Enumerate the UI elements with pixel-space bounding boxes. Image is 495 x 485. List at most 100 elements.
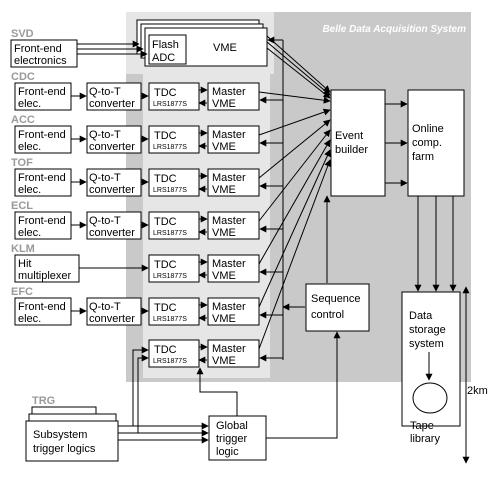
cdc-master-vme-box xyxy=(207,82,260,111)
klm-hit-mux-line1: Hit xyxy=(18,258,31,270)
klm-tdc-label: TDC xyxy=(154,259,177,271)
acc-converter-box xyxy=(86,125,142,154)
acc-label: ACC xyxy=(11,114,35,126)
svd-vme-label: VME xyxy=(213,42,237,54)
svd-label: SVD xyxy=(11,28,34,40)
ecl-master-vme-line2: VME xyxy=(212,227,236,239)
efc-tdc-label: TDC xyxy=(154,302,177,314)
acc-to-eb xyxy=(258,108,331,136)
acc-master-vme-line1: Master xyxy=(212,129,246,141)
tof-to-eb xyxy=(258,119,331,179)
efc-tdc-model: LRS1877S xyxy=(153,316,187,323)
system-title: Belle Data Acquisition System xyxy=(322,24,466,35)
tof-master-vme-line1: Master xyxy=(212,172,246,184)
event-builder-line2: builder xyxy=(335,144,368,156)
ecl-to-eb xyxy=(258,129,331,222)
global-trigger-line1: Global xyxy=(216,420,248,432)
data-storage-line1: Data xyxy=(409,310,433,322)
klm-tdc-box xyxy=(148,254,200,283)
sequence-control-line2: control xyxy=(311,309,344,321)
cdc-master-vme-line2: VME xyxy=(212,98,236,110)
acc-frontend-line1: Front-end xyxy=(18,129,66,141)
tof-label: TOF xyxy=(11,157,33,169)
trg-tdc-box xyxy=(148,339,200,368)
cdc-converter-line2: converter xyxy=(89,98,135,110)
efc-label: EFC xyxy=(11,286,33,298)
tape-library-line2: library xyxy=(410,433,440,445)
acc-converter-line1: Q-to-T xyxy=(89,129,121,141)
tape-library-line1: Tape xyxy=(410,420,434,432)
trg-to-eb xyxy=(258,159,332,350)
klm-master-vme-line1: Master xyxy=(212,258,246,270)
ecl-tdc-label: TDC xyxy=(154,216,177,228)
ecl-tdc-box xyxy=(148,211,200,240)
acc-master-vme-box xyxy=(207,125,260,154)
tof-converter-line2: converter xyxy=(89,184,135,196)
klm-master-vme-line2: VME xyxy=(212,270,236,282)
global-to-tdc xyxy=(196,367,238,416)
trg-to-tdc-2 xyxy=(137,354,149,433)
klm-to-eb xyxy=(258,139,331,265)
event-builder-box xyxy=(330,89,386,197)
efc-master-vme-box xyxy=(207,297,260,326)
efc-master-vme-line1: Master xyxy=(212,301,246,313)
event-builder-line1: Event xyxy=(335,130,363,142)
acc-tdc-label: TDC xyxy=(154,130,177,142)
global-trigger-line2: trigger xyxy=(216,433,248,445)
efc-master-vme-line2: VME xyxy=(212,313,236,325)
efc-converter-line2: converter xyxy=(89,313,135,325)
acc-frontend-line2: elec. xyxy=(18,141,41,153)
ecl-tdc-model: LRS1877S xyxy=(153,230,187,237)
trg-master-vme-line1: Master xyxy=(212,343,246,355)
vme-to-eb-3 xyxy=(266,47,331,99)
subsystem-line1: Subsystem xyxy=(33,429,87,441)
trg-tdc-model: LRS1877S xyxy=(153,358,187,365)
klm-master-vme-box xyxy=(207,254,260,283)
ecl-master-vme-line1: Master xyxy=(212,215,246,227)
efc-converter-box xyxy=(86,297,142,326)
ecl-converter-line1: Q-to-T xyxy=(89,215,121,227)
global-trigger-line3: logic xyxy=(216,446,239,458)
ecl-label: ECL xyxy=(11,200,33,212)
sequence-control-line1: Sequence xyxy=(311,293,361,305)
flash-adc-line1: Flash xyxy=(152,39,179,51)
trg-label: TRG xyxy=(32,395,55,407)
efc-frontend-line2: elec. xyxy=(18,313,41,325)
trg-master-vme-line2: VME xyxy=(212,355,236,367)
cdc-frontend-line2: elec. xyxy=(18,98,41,110)
tof-converter-line1: Q-to-T xyxy=(89,172,121,184)
efc-frontend-line1: Front-end xyxy=(18,301,66,313)
acc-master-vme-line2: VME xyxy=(212,141,236,153)
tof-tdc-box xyxy=(148,168,200,197)
efc-tdc-box xyxy=(148,297,200,326)
klm-tdc-model: LRS1877S xyxy=(153,273,187,280)
online-farm-line3: farm xyxy=(412,151,434,163)
ecl-converter-box xyxy=(86,211,142,240)
ecl-converter-line2: converter xyxy=(89,227,135,239)
acc-tdc-box xyxy=(148,125,200,154)
data-storage-line3: system xyxy=(409,338,444,350)
klm-hit-mux-line2: multiplexer xyxy=(18,270,72,282)
online-farm-line2: comp. xyxy=(412,137,442,149)
tof-frontend-box xyxy=(14,168,72,197)
klm-label: KLM xyxy=(11,243,35,255)
acc-tdc-model: LRS1877S xyxy=(153,144,187,151)
tof-master-vme-box xyxy=(207,168,260,197)
flash-adc-line2: ADC xyxy=(152,52,175,64)
cdc-frontend-line1: Front-end xyxy=(18,86,66,98)
sequence-control-box xyxy=(305,283,370,332)
ecl-frontend-line2: elec. xyxy=(18,227,41,239)
cdc-frontend-box xyxy=(14,82,72,111)
vme-to-eb-2 xyxy=(266,41,331,96)
cdc-master-vme-line1: Master xyxy=(212,86,246,98)
tof-frontend-line2: elec. xyxy=(18,184,41,196)
subsystem-trigger-box xyxy=(25,420,119,462)
cdc-tdc-label: TDC xyxy=(154,87,177,99)
flash-adc-box xyxy=(148,34,187,65)
svd-frontend-line1: Front-end xyxy=(14,43,62,55)
tof-tdc-model: LRS1877S xyxy=(153,187,187,194)
trg-tdc-label: TDC xyxy=(154,344,177,356)
ecl-frontend-line1: Front-end xyxy=(18,215,66,227)
cdc-tdc-model: LRS1877S xyxy=(153,101,187,108)
